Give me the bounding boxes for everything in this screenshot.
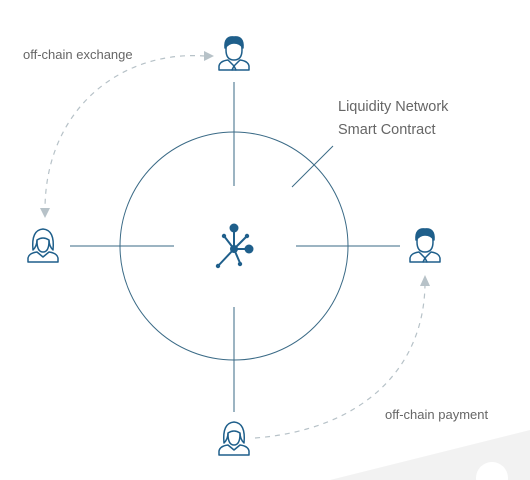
exchange-arrow-head-top	[204, 51, 214, 61]
exchange-arrow-path	[44, 55, 206, 211]
background-dot	[476, 462, 508, 480]
contract-pointer-line	[291, 145, 334, 188]
woman-user-icon-bottom	[218, 421, 250, 456]
man-user-icon-right	[409, 228, 441, 263]
woman-user-icon-left	[27, 228, 59, 263]
spoke-lines	[70, 82, 400, 412]
network-hub-icon	[215, 223, 254, 269]
off-chain-payment-label: off-chain payment	[385, 407, 488, 422]
payment-arrow-head	[420, 275, 430, 286]
payment-arrow-path	[254, 281, 426, 439]
exchange-arrow-head-left	[40, 208, 50, 218]
contract-label-line2: Smart Contract	[338, 122, 436, 138]
dashed-arrows	[44, 55, 426, 439]
man-user-icon-top	[218, 36, 250, 71]
contract-label-line1: Liquidity Network	[338, 99, 449, 115]
off-chain-exchange-label: off-chain exchange	[23, 47, 133, 62]
